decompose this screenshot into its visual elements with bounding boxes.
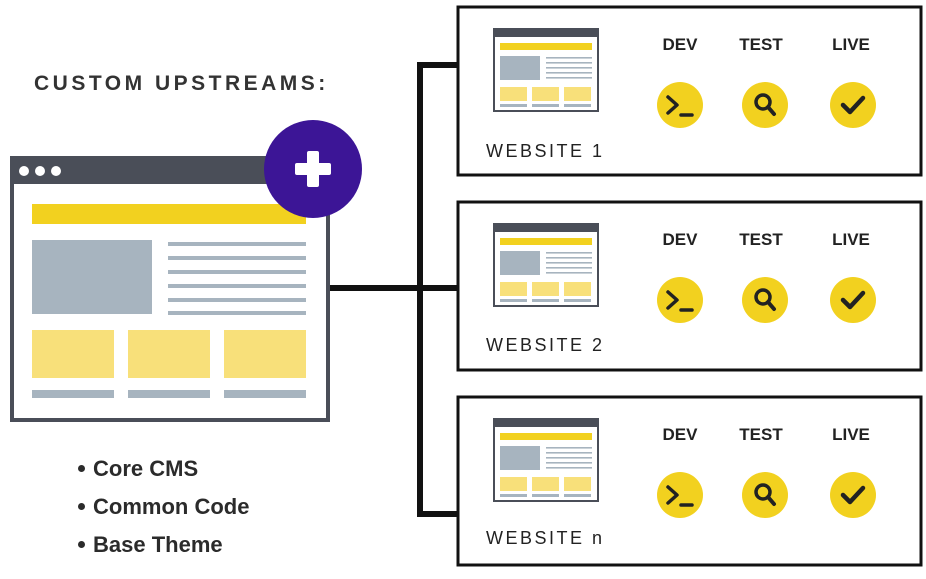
diagram-title: CUSTOM UPSTREAMS: bbox=[34, 72, 329, 95]
website-browser-icon bbox=[493, 223, 599, 307]
website-panel bbox=[456, 395, 923, 567]
terminal-prompt-icon bbox=[657, 82, 703, 128]
bullet-dot bbox=[78, 502, 85, 510]
feature-item: Core CMS bbox=[78, 452, 249, 490]
env-label-dev: DEV bbox=[662, 230, 698, 249]
feature-label: Core CMS bbox=[93, 456, 199, 481]
magnifier-icon bbox=[742, 277, 788, 323]
website-panel bbox=[456, 5, 923, 177]
website-boxes bbox=[456, 5, 923, 567]
plus-icon bbox=[264, 120, 362, 218]
env-label-dev: DEV bbox=[662, 425, 698, 444]
checkmark-icon bbox=[830, 277, 876, 323]
website-panel bbox=[456, 200, 923, 372]
env-label-test: TEST bbox=[739, 425, 783, 444]
bullet-dot bbox=[78, 464, 85, 472]
env-label-live: LIVE bbox=[832, 35, 870, 54]
magnifier-icon bbox=[742, 82, 788, 128]
feature-item: Common Code bbox=[78, 490, 249, 528]
checkmark-icon bbox=[830, 472, 876, 518]
website-browser-icon bbox=[493, 28, 599, 112]
feature-list: Core CMS Common Code Base Theme bbox=[78, 452, 249, 566]
terminal-prompt-icon bbox=[657, 277, 703, 323]
bullet-dot bbox=[78, 540, 85, 548]
env-label-test: TEST bbox=[739, 35, 783, 54]
website-label: WEBSITE 1 bbox=[486, 141, 605, 161]
env-label-test: TEST bbox=[739, 230, 783, 249]
checkmark-icon bbox=[830, 82, 876, 128]
website-label: WEBSITE n bbox=[486, 528, 605, 548]
magnifier-icon bbox=[742, 472, 788, 518]
env-label-dev: DEV bbox=[662, 35, 698, 54]
feature-label: Base Theme bbox=[93, 532, 223, 557]
website-browser-icon bbox=[493, 418, 599, 502]
env-label-live: LIVE bbox=[832, 230, 870, 249]
feature-item: Base Theme bbox=[78, 528, 249, 566]
feature-label: Common Code bbox=[93, 494, 250, 519]
terminal-prompt-icon bbox=[657, 472, 703, 518]
env-label-live: LIVE bbox=[832, 425, 870, 444]
connector-lines bbox=[330, 62, 458, 517]
website-label: WEBSITE 2 bbox=[486, 335, 605, 355]
